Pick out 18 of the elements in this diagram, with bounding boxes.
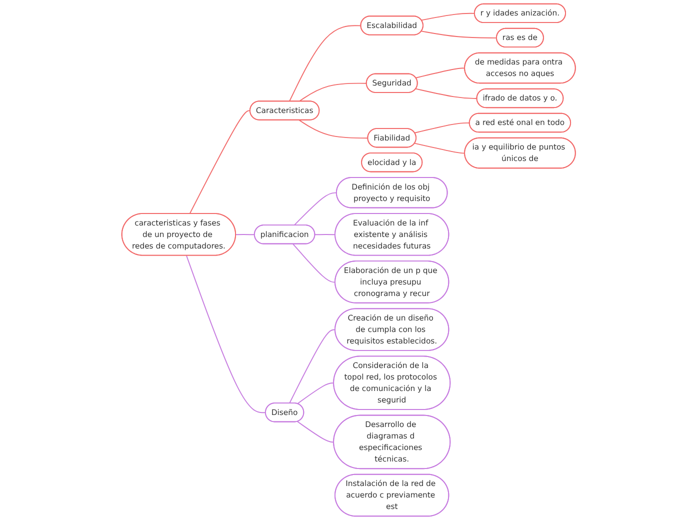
connector xyxy=(288,25,362,102)
connector xyxy=(414,142,466,154)
connector xyxy=(420,12,476,21)
connector xyxy=(189,110,251,214)
connector xyxy=(298,120,368,139)
connector xyxy=(292,244,336,283)
connector xyxy=(298,82,367,102)
connector xyxy=(288,329,336,404)
connector xyxy=(414,122,470,134)
connector xyxy=(235,234,255,236)
connector xyxy=(296,382,334,404)
connector xyxy=(186,255,266,414)
connector xyxy=(415,68,466,78)
connector xyxy=(314,234,336,236)
connector xyxy=(296,421,334,443)
connector xyxy=(420,30,498,38)
connector xyxy=(294,192,338,226)
connector xyxy=(415,88,478,99)
